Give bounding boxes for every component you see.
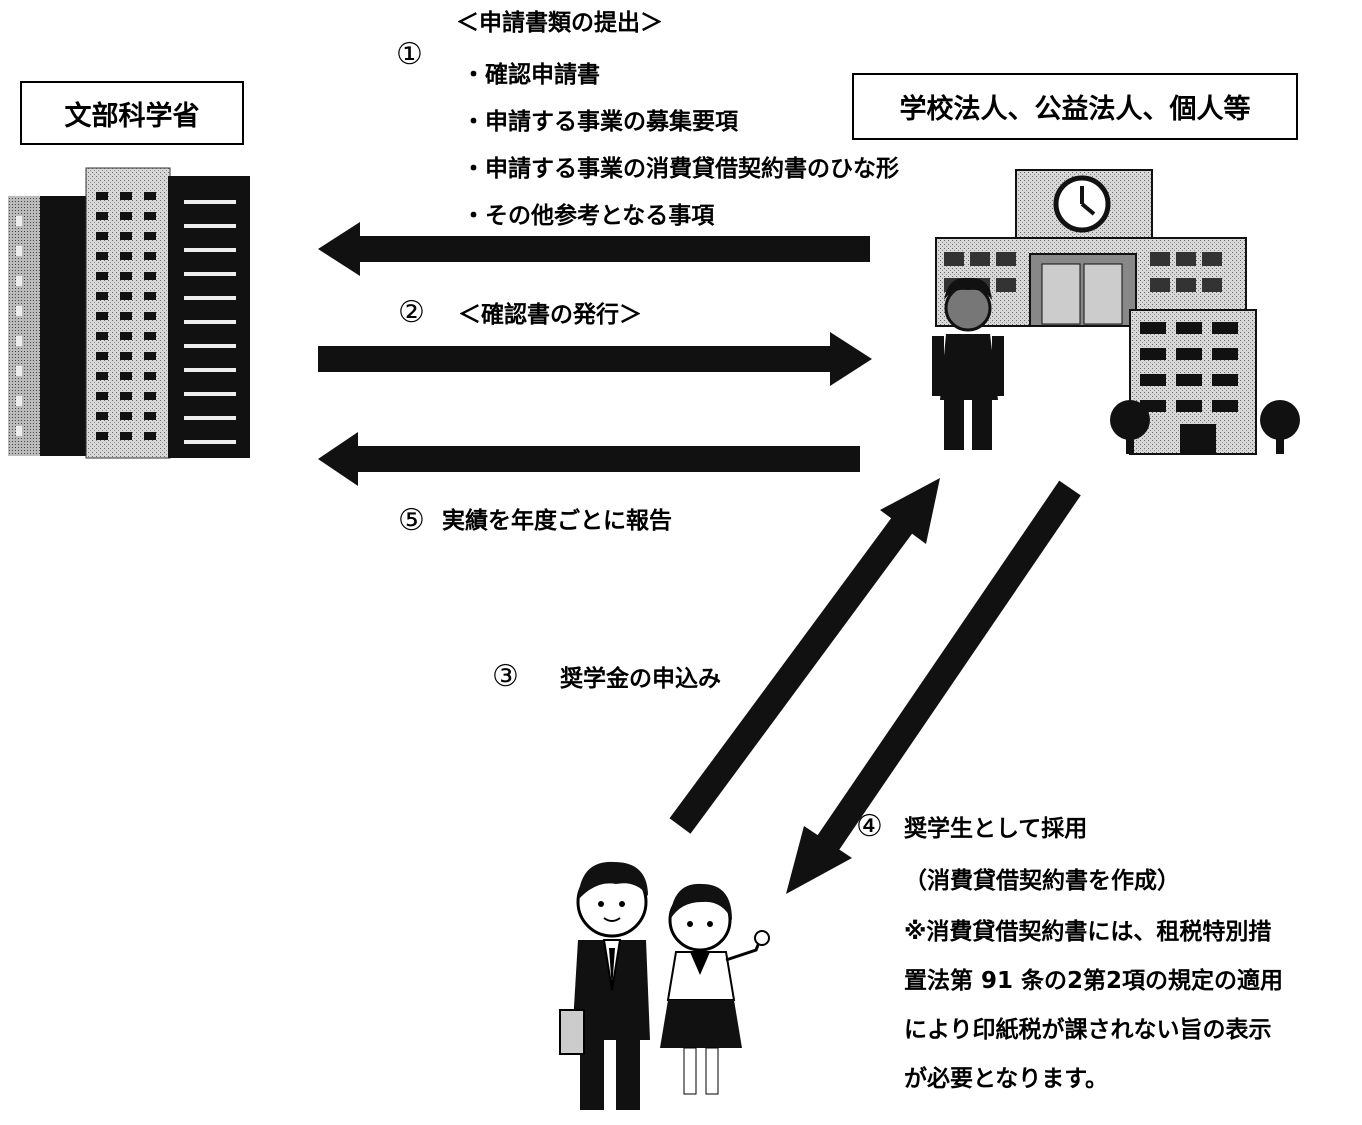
- step5-number: ⑤: [398, 503, 425, 538]
- step1-item-4: ・その他参考となる事項: [462, 203, 715, 229]
- step1-heading: ＜申請書類の提出＞: [456, 10, 663, 36]
- step4-number: ④: [856, 809, 883, 844]
- organizations-label-box: 学校法人、公益法人、個人等: [852, 73, 1298, 140]
- ministry-label: 文部科学省: [64, 100, 200, 132]
- step4-line-2: （消費貸借契約書を作成）: [904, 868, 1180, 894]
- ministry-label-box: 文部科学省: [20, 81, 244, 145]
- arrow-step1: [318, 222, 870, 276]
- step1-number: ①: [396, 37, 423, 72]
- arrow-step2: [318, 332, 872, 386]
- step5-label: 実績を年度ごとに報告: [442, 508, 672, 534]
- arrow-step3: [669, 478, 940, 834]
- step3-number: ③: [492, 659, 519, 694]
- ministry-building-icon: [8, 167, 250, 459]
- organizations-label: 学校法人、公益法人、個人等: [899, 94, 1251, 125]
- step1-item-1: ・確認申請書: [462, 62, 600, 88]
- step1-item-2: ・申請する事業の募集要項: [462, 109, 738, 135]
- step4-line-1: 奨学生として採用: [904, 816, 1088, 842]
- step4-line-5: により印紙税が課されない旨の表示: [904, 1017, 1272, 1043]
- students-icon: [559, 861, 770, 1110]
- step2-number: ②: [398, 295, 425, 330]
- step4-line-4: 置法第 91 条の2第2項の規定の適用: [904, 968, 1284, 994]
- arrow-step4: [786, 480, 1081, 894]
- step4-line-6: が必要となります。: [904, 1066, 1109, 1092]
- step3-label: 奨学金の申込み: [560, 666, 721, 692]
- staff-person-icon: [932, 277, 1004, 450]
- arrow-step5: [318, 432, 860, 486]
- step1-item-3: ・申請する事業の消費貸借契約書のひな形: [462, 156, 899, 182]
- step4-line-3: ※消費貸借契約書には、租税特別措: [904, 919, 1272, 945]
- step2-label: ＜確認書の発行＞: [458, 302, 642, 328]
- school-building-icon: [935, 169, 1300, 455]
